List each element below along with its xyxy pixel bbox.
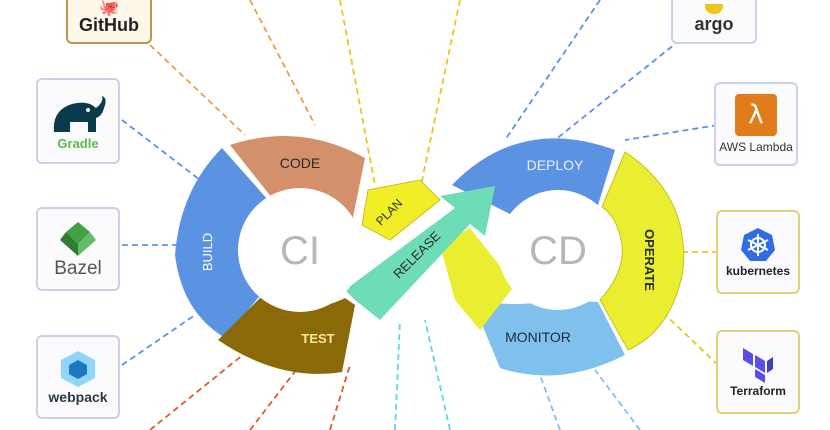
segment-operate — [599, 151, 685, 351]
ci-hub — [238, 188, 362, 312]
tool-label-aws-lambda: AWS Lambda — [719, 140, 793, 154]
segment-test — [218, 296, 355, 374]
connector-top-1 — [249, 0, 316, 126]
tool-card-bazel: Bazel — [36, 207, 120, 291]
segment-monitor — [472, 300, 625, 376]
stage-label-monitor: MONITOR — [505, 329, 571, 345]
connector-bottom-2 — [249, 364, 301, 430]
tool-label-gradle: Gradle — [57, 135, 99, 151]
segment-release — [345, 186, 495, 320]
stage-label-test: TEST — [301, 331, 334, 346]
bazel-leaf-icon — [60, 222, 96, 256]
gradle-elephant-icon — [53, 95, 106, 132]
connector-top-3 — [419, 0, 461, 191]
terraform-icon — [743, 348, 773, 383]
tool-label-bazel: Bazel — [54, 258, 102, 279]
tool-card-argo: argo — [671, 0, 757, 44]
connector-bottom-7 — [594, 369, 641, 430]
tool-card-github: 🐙 GitHub — [66, 0, 152, 44]
stage-label-operate: OPERATE — [642, 229, 657, 291]
tool-label-argo: argo — [694, 13, 734, 34]
tool-card-terraform: Terraform — [716, 330, 800, 414]
connector-lambda — [624, 124, 719, 141]
ci-label: CI — [280, 229, 320, 273]
github-octocat-icon: 🐙 — [99, 0, 119, 17]
aws-lambda-icon: λ — [735, 94, 777, 136]
connector-gradle — [121, 119, 201, 181]
cd-hub — [498, 190, 618, 310]
stage-label-code: CODE — [280, 155, 320, 171]
tool-card-webpack: webpack — [36, 335, 120, 419]
connector-bottom-1 — [149, 344, 256, 430]
stage-label-build: BUILD — [200, 233, 215, 271]
connector-webpack — [121, 314, 196, 366]
connector-bottom-3 — [329, 364, 351, 430]
tool-label-kubernetes: kubernetes — [725, 264, 791, 278]
connector-bottom-4 — [394, 319, 401, 430]
cd-label: CD — [529, 229, 587, 273]
connector-bottom-6 — [539, 374, 561, 430]
tool-label-github: GitHub — [79, 14, 139, 35]
connector-lines — [121, 0, 719, 430]
segment-build — [175, 148, 268, 338]
tool-label-terraform: Terraform — [730, 384, 786, 398]
connector-top-2 — [339, 0, 376, 186]
stage-label-deploy: DEPLOY — [527, 157, 584, 173]
segment-yellow-underlay — [440, 228, 515, 330]
connector-argo — [554, 39, 681, 141]
tool-label-webpack: webpack — [48, 389, 108, 405]
kubernetes-helm-icon — [741, 228, 775, 261]
tool-card-kubernetes: kubernetes — [716, 210, 800, 294]
tool-card-aws-lambda: λ AWS Lambda — [714, 82, 798, 166]
segment-plan — [361, 179, 441, 241]
webpack-cube-icon — [61, 351, 95, 387]
connector-bottom-5 — [424, 319, 451, 430]
connector-top-4 — [504, 0, 601, 141]
tool-card-gradle: Gradle — [36, 78, 120, 164]
connector-github — [149, 44, 246, 136]
argo-octopus-icon — [705, 3, 723, 14]
